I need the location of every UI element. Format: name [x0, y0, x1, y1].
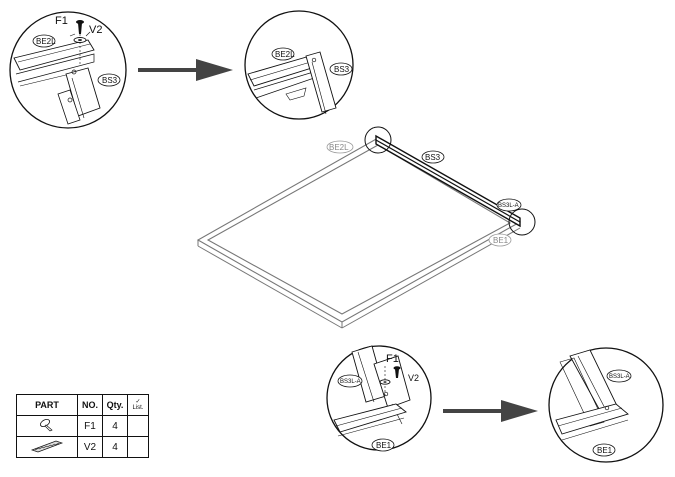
label-be1: BE1 — [376, 441, 392, 450]
header-list: ✓ List. — [127, 394, 149, 416]
screw-icon — [76, 20, 84, 34]
label-be2l: BE2L — [275, 50, 295, 59]
table-row: F1 4 — [16, 415, 149, 437]
washer-icon — [379, 379, 391, 385]
washer-strip-icon — [30, 440, 64, 452]
label-v2: V2 — [408, 373, 419, 383]
label-bs3: BS3 — [102, 76, 118, 85]
parts-table-header: PART NO. Qty. ✓ List. — [16, 394, 149, 416]
part-check[interactable] — [127, 436, 149, 458]
header-part: PART — [16, 394, 78, 416]
washer-icon — [73, 37, 87, 43]
detail-bottom-right: BS3L-A BE1 — [548, 347, 664, 463]
screw-icon — [40, 418, 53, 431]
label-bs3: BS3 — [425, 153, 441, 162]
header-no: NO. — [77, 394, 103, 416]
part-cell — [16, 436, 78, 458]
part-number: V2 — [77, 436, 103, 458]
detail-top-right: BE2L BS3 — [244, 10, 354, 120]
label-be1: BE1 — [493, 236, 509, 245]
part-qty: 4 — [102, 415, 128, 437]
label-be2l: BE2L — [36, 37, 56, 46]
part-check[interactable] — [127, 415, 149, 437]
header-qty: Qty. — [102, 394, 128, 416]
label-be2l: BE2L — [329, 143, 349, 152]
screw-icon — [393, 366, 401, 378]
arrow-right-icon — [138, 59, 233, 81]
label-f1: F1 — [55, 15, 68, 27]
parts-table: PART NO. Qty. ✓ List. F1 4 V2 4 — [16, 394, 149, 458]
label-be1: BE1 — [597, 446, 613, 455]
label-f1: F1 — [386, 353, 399, 365]
detail-top-left: F1 V2 BE2L BS3 — [9, 11, 127, 129]
part-cell — [16, 415, 78, 437]
part-number: F1 — [77, 415, 103, 437]
label-bs3la: BS3L-A — [609, 374, 630, 380]
arrow-right-icon — [443, 400, 538, 422]
frame-assembly: BE2L BS3 BS3L-A BE1 — [196, 126, 536, 329]
label-v2: V2 — [89, 24, 102, 36]
label-bs3: BS3 — [334, 65, 350, 74]
detail-bottom-left: F1 V2 BS3L-A BE1 — [326, 345, 432, 452]
header-list-label: List. — [132, 405, 144, 411]
header-list-check: ✓ — [135, 399, 141, 405]
label-bs3la: BS3L-A — [498, 203, 519, 209]
table-row: V2 4 — [16, 436, 149, 458]
part-qty: 4 — [102, 436, 128, 458]
label-bs3la: BS3L-A — [340, 379, 361, 385]
